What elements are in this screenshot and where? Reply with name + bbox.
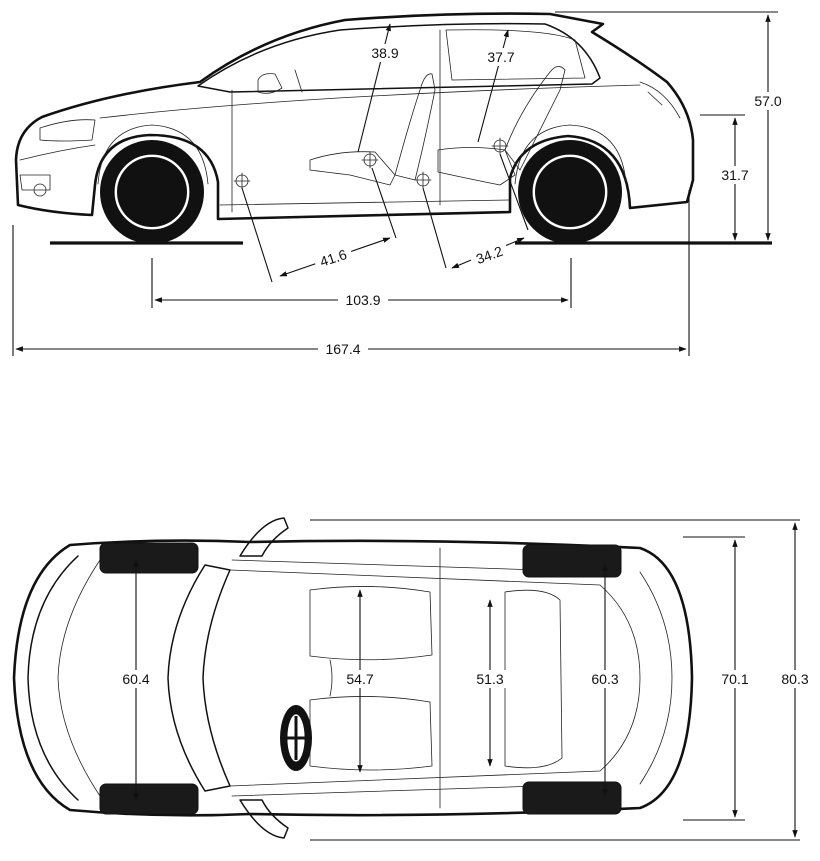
- roof-outline: [229, 569, 641, 787]
- top-view: 60.4 54.7 51.3 60.3 70.1 80.3: [12, 517, 816, 841]
- car-body-outline: [14, 12, 695, 221]
- rear-wheel-arch: [514, 124, 627, 185]
- overall-length-label: 167.4: [325, 341, 360, 357]
- front-right-wheel: [99, 783, 199, 815]
- front-legroom-ext-1: [241, 187, 273, 283]
- window-outline: [197, 22, 601, 93]
- hood-edge: [27, 555, 79, 801]
- front-left-wheel: [99, 542, 199, 574]
- front-left-seat: [309, 586, 433, 661]
- rear-shoulder-label: 51.3: [476, 671, 503, 687]
- step-height-label: 31.7: [721, 167, 748, 183]
- body-width-label: 70.1: [721, 671, 748, 687]
- rear-window-top: [639, 571, 673, 785]
- rear-legroom-ext-2: [499, 153, 529, 231]
- rear-seat-outline: [437, 66, 566, 186]
- front-shoulder-label: 54.7: [346, 671, 373, 687]
- car-top-outline: [12, 539, 694, 817]
- overall-width-label: 80.3: [781, 671, 808, 687]
- rear-side-window: [445, 29, 586, 81]
- rear-track-label: 60.3: [591, 671, 618, 687]
- front-bumper-line: [19, 144, 96, 161]
- front-wheel-arch: [97, 124, 209, 185]
- beltline: [99, 84, 641, 119]
- sill-line: [219, 199, 511, 206]
- rear-right-wheel: [522, 781, 622, 815]
- overall-height-label: 57.0: [754, 93, 781, 109]
- center-console: [329, 659, 333, 697]
- fog-light-circle: [33, 183, 47, 197]
- tail-light-line: [639, 81, 681, 119]
- front-track-label: 60.4: [122, 671, 149, 687]
- rear-bench: [504, 589, 563, 769]
- headlight: [39, 119, 96, 142]
- windshield-outline: [167, 564, 231, 792]
- rear-headroom-label: 37.7: [487, 49, 514, 65]
- rear-legroom-label: 34.2: [474, 243, 505, 267]
- front-right-seat: [309, 696, 433, 771]
- rear-left-wheel: [522, 544, 622, 578]
- rear-legroom-ext-1: [422, 187, 447, 269]
- hood-crease: [57, 559, 101, 797]
- wheelbase-label: 103.9: [345, 292, 380, 308]
- front-legroom-ext-2: [371, 167, 397, 239]
- fog-light: [19, 174, 51, 191]
- right-mirror: [239, 799, 289, 839]
- left-mirror: [239, 517, 289, 557]
- front-seat-outline: [309, 73, 436, 186]
- steering-hint: [294, 69, 303, 93]
- side-view: 38.9 37.7 41.6 34.2 103.9 167.4 57.0: [12, 11, 788, 358]
- hpoint-markers: [233, 137, 509, 190]
- rear-wheel: [518, 140, 622, 244]
- tail-light: [647, 91, 663, 106]
- side-mirror: [257, 73, 283, 94]
- front-headroom-label: 38.9: [371, 45, 398, 61]
- front-wheel: [100, 140, 204, 244]
- front-legroom-label: 41.6: [318, 246, 349, 270]
